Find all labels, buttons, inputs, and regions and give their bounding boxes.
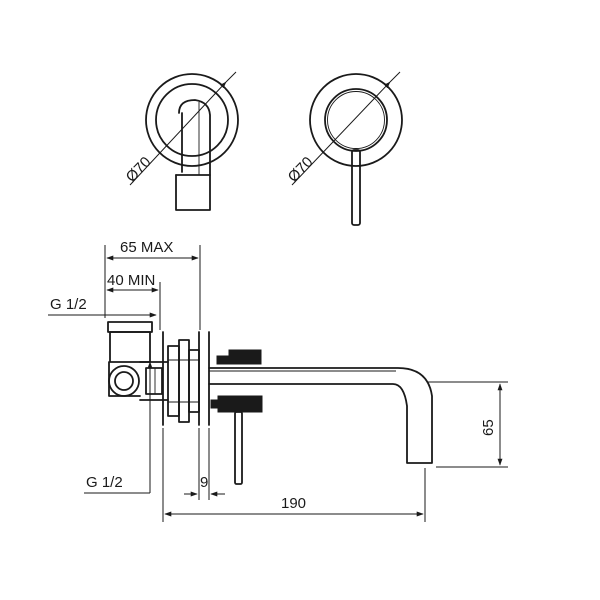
diameter-left-label: Ø70 <box>123 154 155 186</box>
thread-top-label: G 1/2 <box>50 296 87 313</box>
spout-length-label: 190 <box>281 495 306 512</box>
dimension-lines <box>48 245 508 522</box>
plate-thickness-label: 9 <box>200 474 208 491</box>
max-depth-label: 65 MAX <box>120 239 173 256</box>
thread-bottom-label: G 1/2 <box>86 474 123 491</box>
spout-height-label: 65 <box>480 419 497 436</box>
front-view-lever <box>291 71 403 226</box>
min-depth-label: 40 MIN <box>107 272 155 289</box>
diameter-right-label: Ø70 <box>285 154 317 186</box>
front-view-spout <box>129 71 239 211</box>
side-view <box>107 321 433 485</box>
